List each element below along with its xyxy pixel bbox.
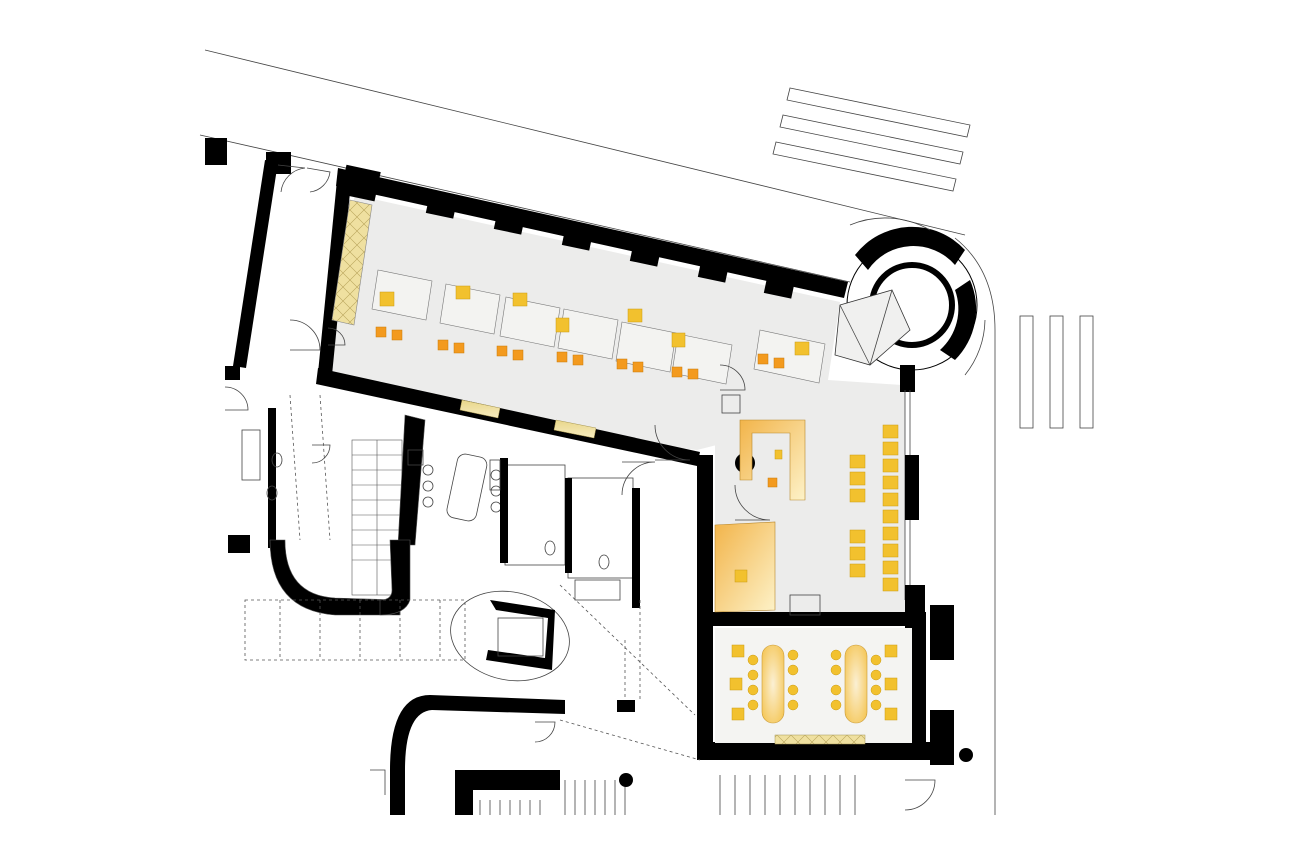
corner-tower <box>834 217 986 376</box>
shelf-unit-left <box>331 199 373 326</box>
street-curb <box>199 49 996 815</box>
reception-counter <box>714 419 806 613</box>
workstations <box>371 269 826 385</box>
corridor-shelves <box>459 399 597 439</box>
restrooms <box>266 452 640 608</box>
crosswalk-top <box>772 87 971 192</box>
doors <box>224 164 936 811</box>
stairwell <box>269 414 426 616</box>
meeting-room <box>715 628 912 745</box>
fixtures <box>241 394 821 616</box>
south-building <box>390 695 973 815</box>
crosswalk-right <box>1019 315 1094 429</box>
west-walls <box>225 160 700 553</box>
waiting-chairs <box>849 424 899 592</box>
terrace-grid <box>244 394 701 761</box>
north-facade <box>205 138 848 299</box>
interior-walls <box>697 453 937 760</box>
conference-room-small <box>422 453 502 522</box>
elevator <box>450 590 570 682</box>
